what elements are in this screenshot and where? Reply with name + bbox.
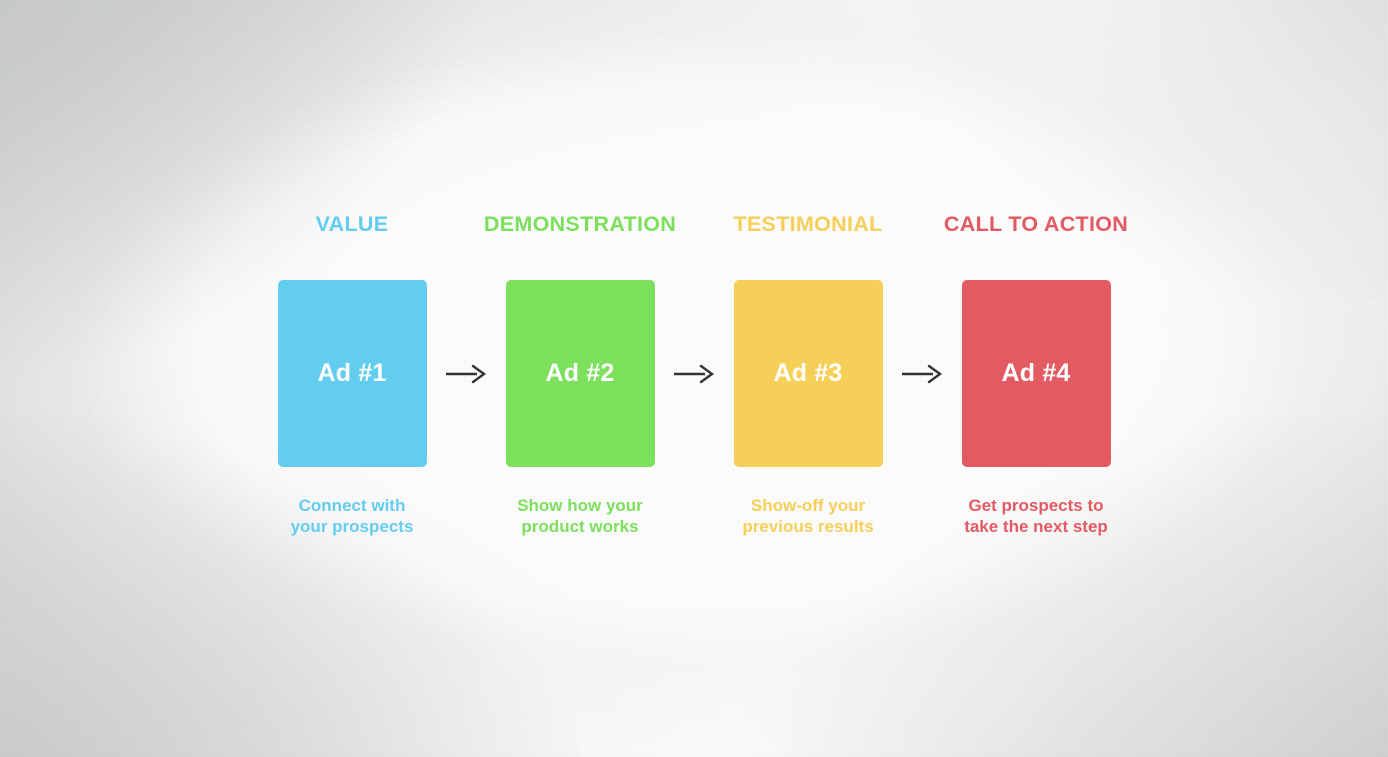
step-heading-2: DEMONSTRATION	[483, 212, 677, 236]
step-heading-3: TESTIMONIAL	[733, 212, 883, 236]
flow-step-value: VALUE Ad #1 Connect with your prospects	[277, 212, 427, 537]
ad-card-3[interactable]: Ad #3	[733, 280, 883, 467]
step-heading-4: CALL TO ACTION	[943, 212, 1129, 236]
arrow-right-icon	[444, 363, 488, 385]
flow-step-testimonial: TESTIMONIAL Ad #3 Show-off your previous…	[733, 212, 883, 537]
ad-card-label-3: Ad #3	[773, 359, 843, 387]
ad-sequence-flow: VALUE Ad #1 Connect with your prospects …	[0, 212, 1388, 537]
step-caption-1: Connect with your prospects	[290, 496, 414, 536]
flow-arrow-2	[655, 280, 733, 467]
background-corner-bottom-right	[788, 417, 1388, 757]
background-corner-top-right	[908, 0, 1388, 300]
step-caption-3: Show-off your previous results	[742, 496, 874, 536]
flow-step-demonstration: DEMONSTRATION Ad #2 Show how your produc…	[484, 213, 676, 537]
ad-card-label-4: Ad #4	[1001, 359, 1071, 387]
flow-arrow-1	[427, 280, 505, 467]
ad-card-label-1: Ad #1	[317, 359, 387, 387]
step-heading-1: VALUE	[315, 212, 389, 236]
flow-step-call-to-action: CALL TO ACTION Ad #4 Get prospects to ta…	[944, 213, 1128, 537]
arrow-right-icon	[900, 363, 944, 385]
ad-card-2[interactable]: Ad #2	[505, 280, 655, 467]
background-corner-bottom-left	[0, 417, 580, 757]
step-caption-2: Show how your product works	[517, 496, 643, 536]
ad-card-4[interactable]: Ad #4	[961, 280, 1111, 467]
ad-card-1[interactable]: Ad #1	[277, 280, 427, 467]
step-caption-4: Get prospects to take the next step	[964, 496, 1108, 536]
ad-card-label-2: Ad #2	[545, 359, 615, 387]
arrow-right-icon	[672, 363, 716, 385]
flow-arrow-3	[883, 280, 961, 467]
